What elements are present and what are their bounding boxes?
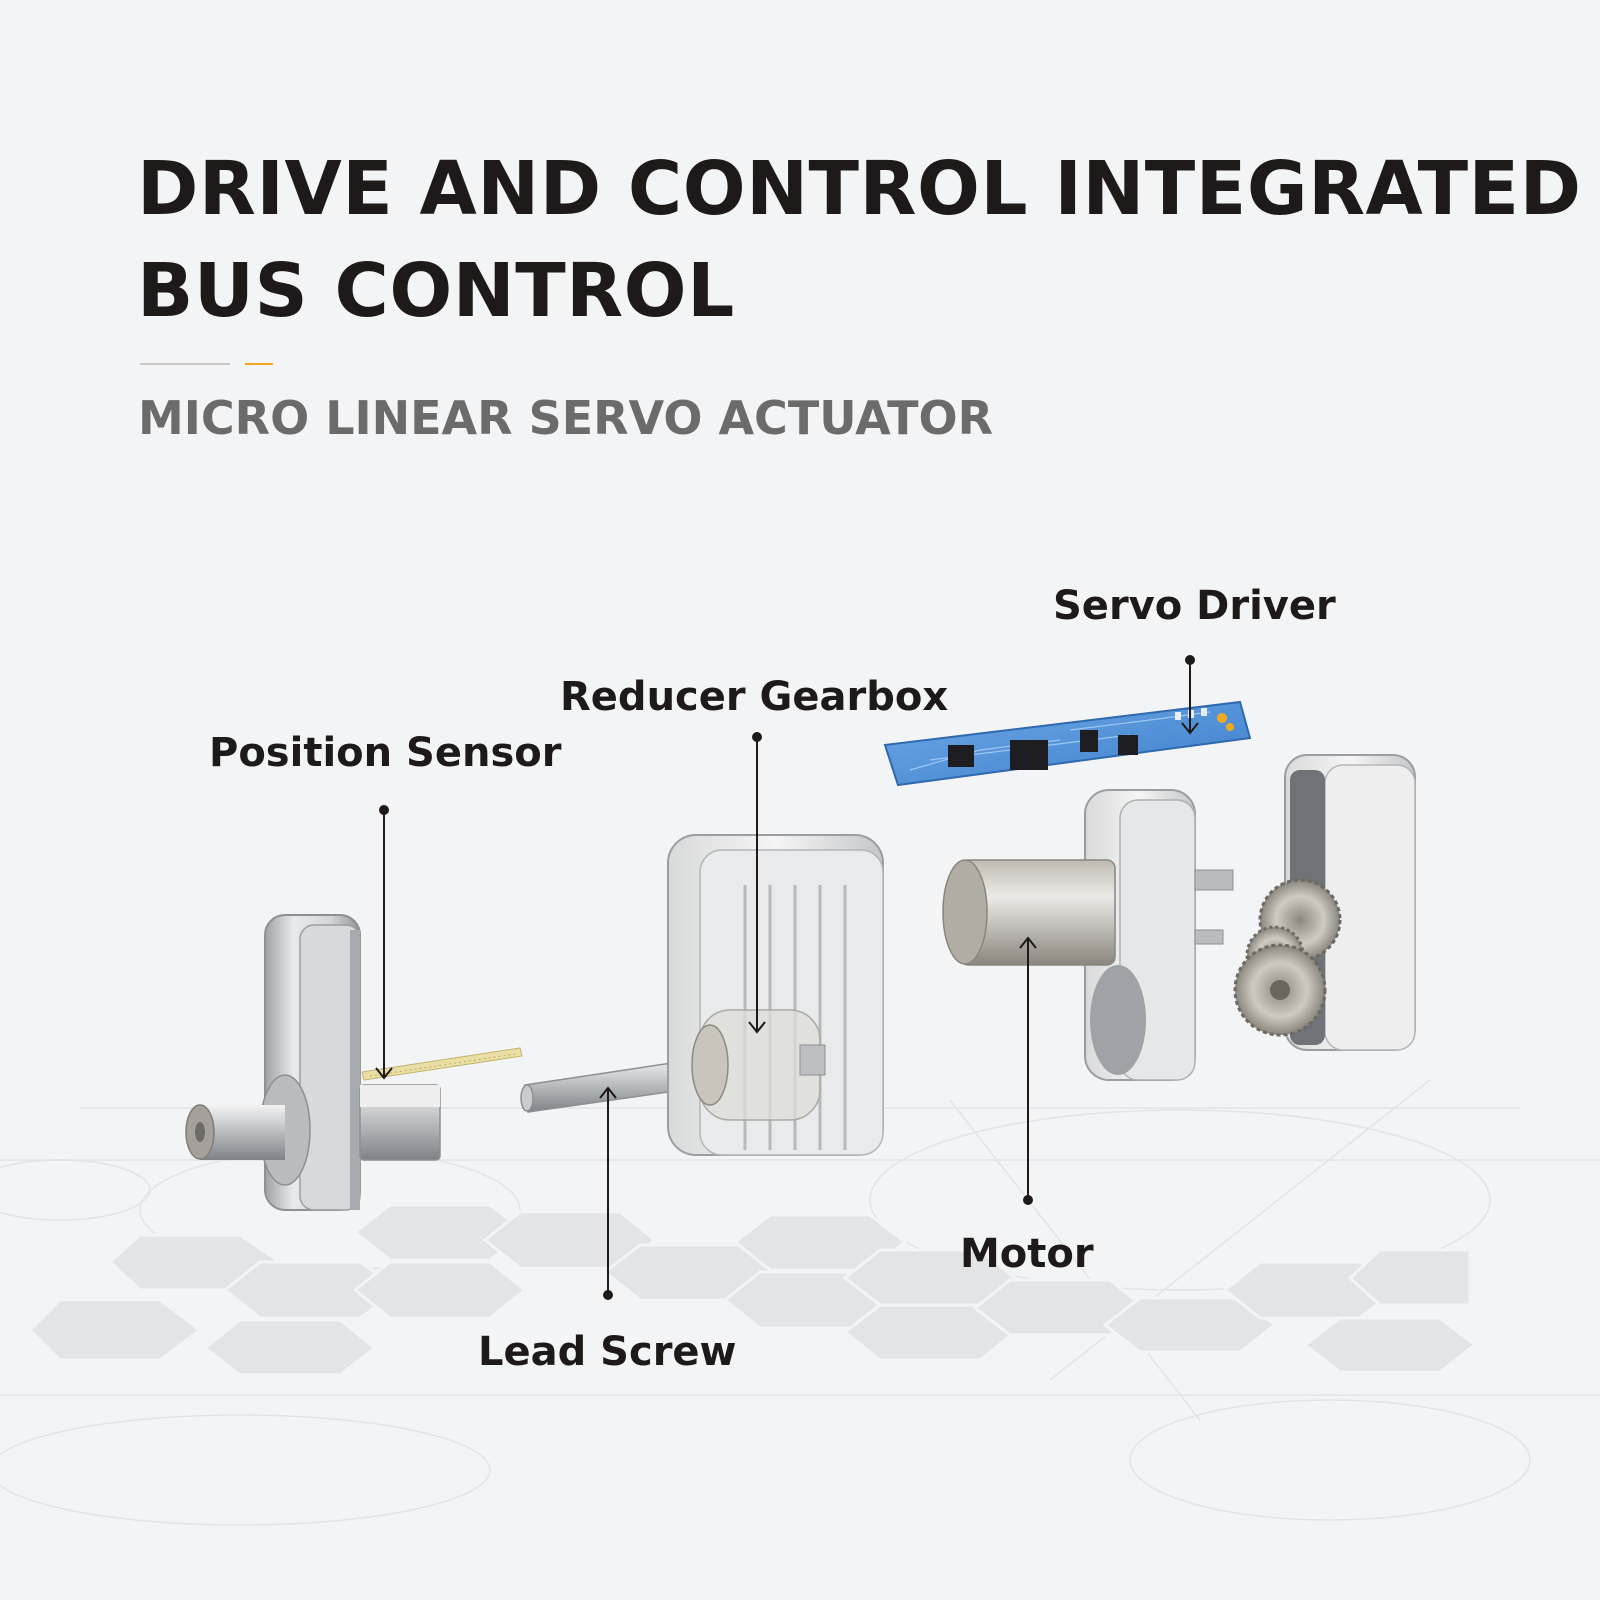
- rear-cover-part: [1233, 754, 1416, 1051]
- motor-part: [942, 789, 1234, 1081]
- title-line-2: BUS CONTROL: [137, 248, 735, 334]
- label-reducer-gearbox: Reducer Gearbox: [560, 674, 949, 720]
- title-line-1: DRIVE AND CONTROL INTEGRATED: [137, 146, 1582, 232]
- label-lead-screw: Lead Screw: [478, 1329, 737, 1375]
- label-motor: Motor: [960, 1231, 1094, 1277]
- page-subtitle: MICRO LINEAR SERVO ACTUATOR: [138, 391, 994, 445]
- servo-driver-pcb: [883, 700, 1252, 787]
- reducer-gearbox-part: [667, 834, 884, 1156]
- label-servo-driver: Servo Driver: [1053, 583, 1336, 629]
- hexagon-floor: [27, 1203, 1478, 1377]
- leader-lines: [375, 655, 1199, 1300]
- page-title: DRIVE AND CONTROL INTEGRATED BUS CONTROL: [137, 138, 1582, 342]
- divider-line: [140, 363, 230, 365]
- accent-divider: [245, 363, 273, 365]
- position-sensor-part: [185, 914, 523, 1211]
- label-position-sensor: Position Sensor: [209, 730, 562, 776]
